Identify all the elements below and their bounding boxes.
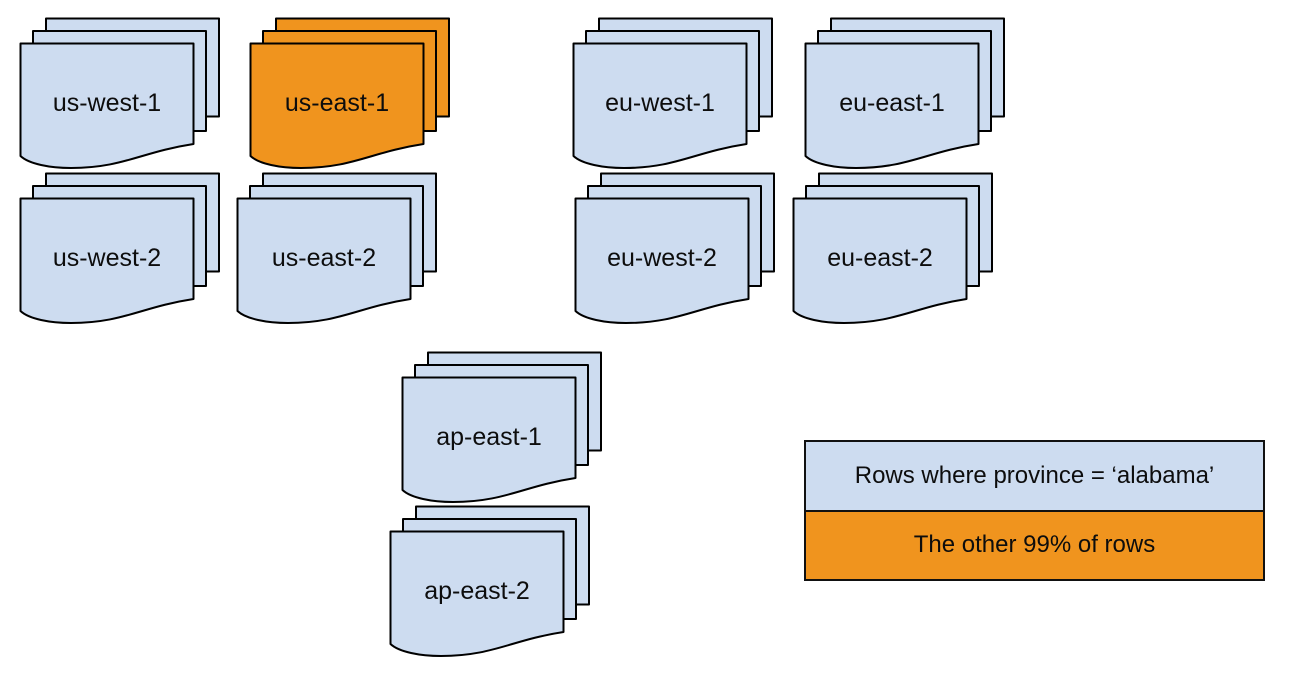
- legend-item-alabama-rows: Rows where province = ‘alabama’: [806, 442, 1263, 512]
- legend-item-label: The other 99% of rows: [913, 531, 1156, 559]
- region-stack-us-east-2: us-east-2: [236, 172, 438, 325]
- region-stack-eu-east-2: eu-east-2: [792, 172, 994, 325]
- stacked-documents-icon: [389, 505, 590, 657]
- region-stack-us-west-2: us-west-2: [19, 172, 221, 325]
- stacked-documents-icon: [574, 172, 775, 324]
- legend-item-label: Rows where province = ‘alabama’: [854, 461, 1215, 489]
- stacked-documents-icon: [572, 17, 773, 169]
- stacked-documents-icon: [804, 17, 1005, 169]
- stacked-documents-icon: [401, 351, 602, 503]
- stacked-documents-icon: [792, 172, 993, 324]
- region-stack-eu-east-1: eu-east-1: [804, 17, 1006, 170]
- region-stack-ap-east-1: ap-east-1: [401, 351, 603, 504]
- stacked-documents-icon: [19, 172, 220, 324]
- region-stack-us-west-1: us-west-1: [19, 17, 221, 170]
- region-stack-eu-west-2: eu-west-2: [574, 172, 776, 325]
- region-stack-ap-east-2: ap-east-2: [389, 505, 591, 658]
- legend-item-other-rows: The other 99% of rows: [806, 511, 1263, 579]
- stacked-documents-icon: [249, 17, 450, 169]
- stacked-documents-icon: [236, 172, 437, 324]
- legend: Rows where province = ‘alabama’ The othe…: [804, 440, 1265, 581]
- stacked-documents-icon: [19, 17, 220, 169]
- region-stack-eu-west-1: eu-west-1: [572, 17, 774, 170]
- region-stack-us-east-1: us-east-1: [249, 17, 451, 170]
